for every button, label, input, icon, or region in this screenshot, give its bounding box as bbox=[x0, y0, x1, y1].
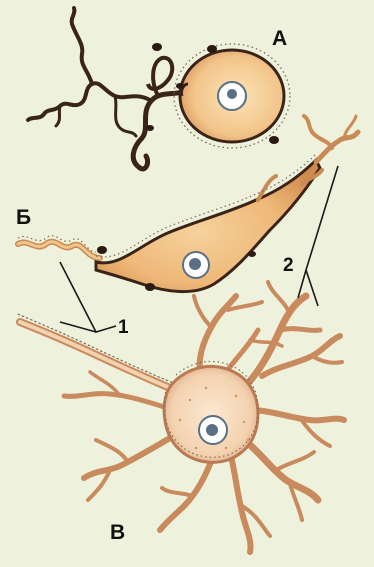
label-neuron-v: В bbox=[110, 522, 125, 543]
neuron-a-dendrite-top bbox=[72, 8, 92, 84]
neuron-a bbox=[28, 8, 290, 169]
label-neuron-a: А bbox=[272, 28, 287, 49]
label-pointer-2: 2 bbox=[283, 256, 294, 275]
label-neuron-b: Б bbox=[16, 207, 31, 228]
neuron-a-branch bbox=[115, 96, 136, 136]
label-pointer-1: 1 bbox=[118, 318, 129, 337]
neuron-a-loop bbox=[148, 58, 172, 96]
neuron-b-dendrite-upper bbox=[316, 132, 358, 162]
neuron-a-axon bbox=[133, 92, 183, 169]
neuron-v-soma bbox=[164, 366, 258, 462]
pointer-1-line-b bbox=[60, 322, 96, 332]
neuron-a-dendrite-left bbox=[28, 83, 150, 120]
pointer-2-line-b bbox=[306, 270, 318, 306]
